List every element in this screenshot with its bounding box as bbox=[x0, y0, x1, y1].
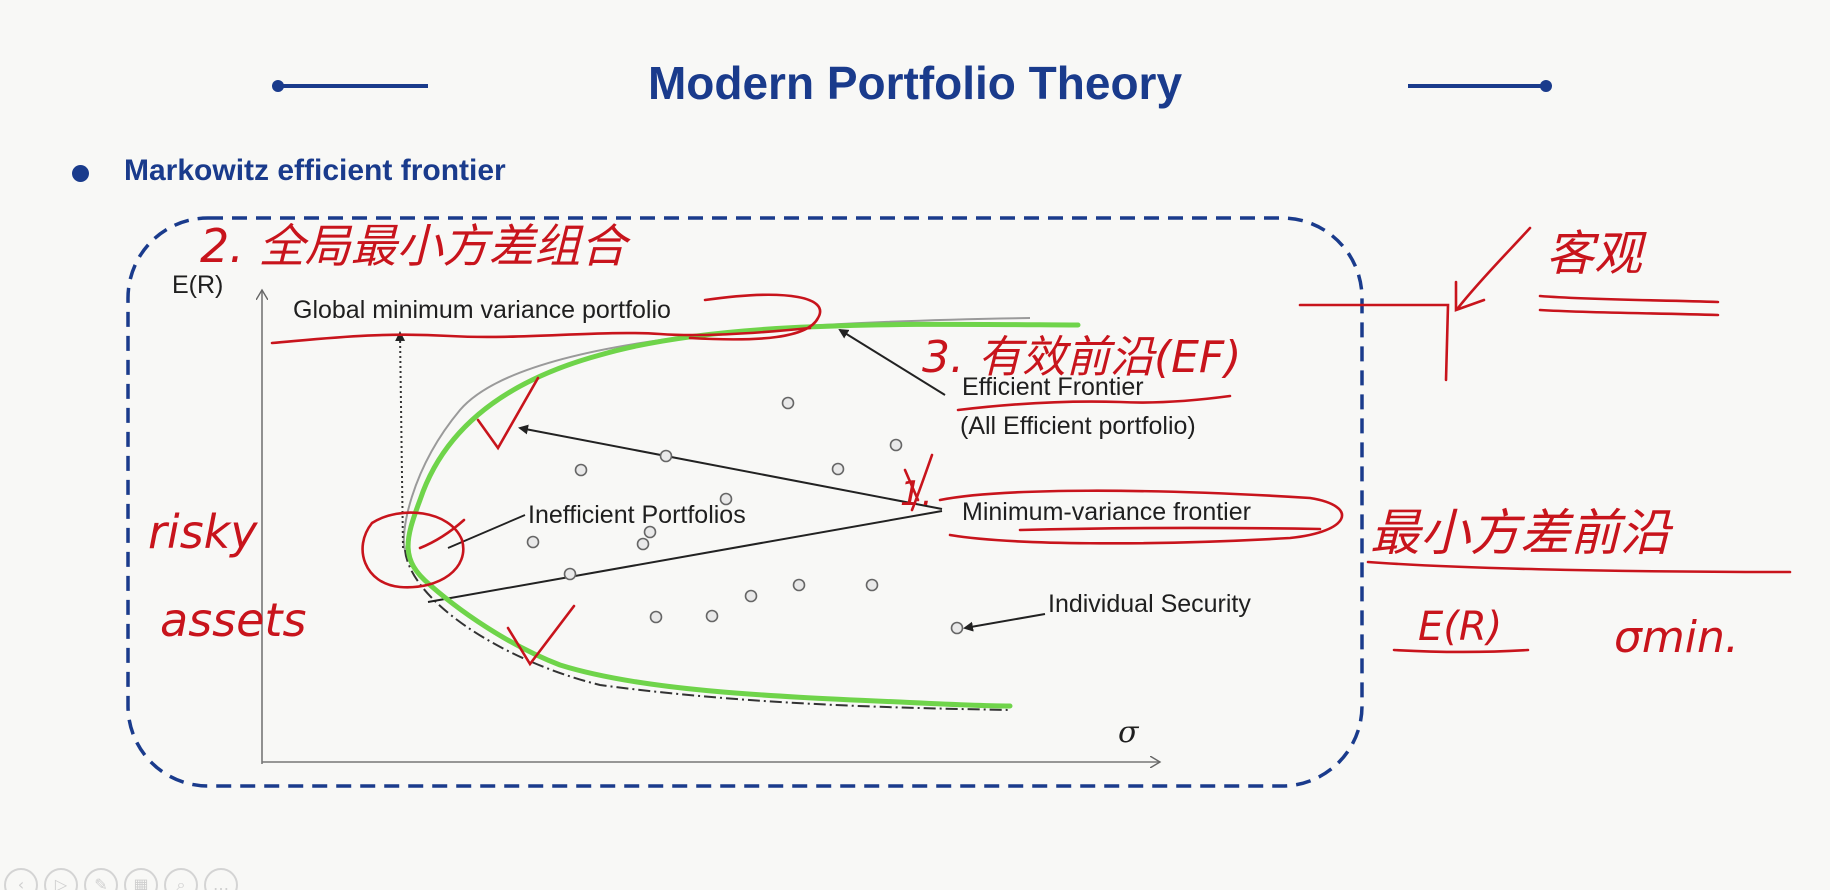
more-icon[interactable]: … bbox=[204, 868, 238, 890]
individual-security-label: Individual Security bbox=[1048, 590, 1251, 618]
risky-text: risky bbox=[148, 505, 258, 559]
security-dot bbox=[719, 492, 733, 506]
objective-cn-text: 客观 bbox=[1546, 226, 1647, 282]
zoom-icon[interactable]: ⌕ bbox=[164, 868, 198, 890]
mv-frontier-cn-text: 最小方差前沿 bbox=[1370, 504, 1674, 562]
security-dot bbox=[526, 535, 540, 549]
title-left-dot bbox=[272, 80, 284, 92]
title-right-rule bbox=[1408, 84, 1544, 88]
efficient-frontier-label: Efficient Frontier bbox=[962, 373, 1144, 401]
y-axis-label: E(R) bbox=[172, 271, 223, 299]
check-upper bbox=[476, 376, 540, 451]
mvf-underline bbox=[1018, 526, 1322, 532]
efficient-frontier-sublabel: (All Efficient portfolio) bbox=[960, 412, 1196, 440]
gmv-circle-hand bbox=[688, 293, 822, 341]
security-dot bbox=[792, 578, 806, 592]
slide-title: Modern Portfolio Theory bbox=[647, 57, 1183, 109]
dashed-frame bbox=[126, 216, 1364, 788]
min-variance-frontier-label: Minimum-variance frontier bbox=[962, 498, 1251, 526]
one-mark-text: 1. bbox=[900, 474, 932, 514]
mvf-cn-underline bbox=[1366, 560, 1792, 574]
gmv-point-mark bbox=[418, 518, 466, 550]
assets-text: assets bbox=[160, 593, 306, 647]
sigma-min-text: σmin. bbox=[1614, 612, 1739, 663]
objective-arrow bbox=[1456, 226, 1532, 310]
gmv-label: Global minimum variance portfolio bbox=[293, 296, 671, 324]
objective-arrow-head bbox=[1454, 280, 1486, 312]
play-icon[interactable]: ▷ bbox=[44, 868, 78, 890]
er-underline bbox=[1392, 648, 1530, 654]
security-dot bbox=[563, 567, 577, 581]
slide-toolbar: ‹ ▷ ✎ ▦ ⌕ … bbox=[4, 868, 238, 890]
security-dot bbox=[574, 463, 588, 477]
arrow-mvf-down bbox=[427, 510, 943, 603]
x-axis-label: σ bbox=[1118, 715, 1140, 750]
gmv-point-circle bbox=[361, 511, 465, 589]
arrow-ef bbox=[838, 328, 946, 396]
gmv-cn-text: 2. 全局最小方差组合 bbox=[200, 219, 632, 273]
check-lower bbox=[506, 604, 576, 667]
gmv-underline bbox=[270, 326, 812, 345]
arrow-inefficient bbox=[447, 514, 526, 549]
security-dots bbox=[526, 396, 964, 635]
security-dot bbox=[831, 462, 845, 476]
pen-icon[interactable]: ✎ bbox=[84, 868, 118, 890]
security-dot bbox=[649, 610, 663, 624]
inefficient-portfolios-label: Inefficient Portfolios bbox=[528, 501, 746, 529]
objective-underline bbox=[1538, 294, 1720, 304]
security-dot bbox=[643, 525, 657, 539]
ef-bracket bbox=[1298, 303, 1450, 382]
security-dot bbox=[950, 621, 964, 635]
arrow-mvf-up bbox=[518, 424, 943, 510]
gmv-dotted-line bbox=[395, 331, 406, 549]
mvf-circle bbox=[938, 489, 1344, 545]
bullet-icon bbox=[72, 165, 89, 182]
bullet-text: Markowitz efficient frontier bbox=[124, 154, 506, 187]
slides-icon[interactable]: ▦ bbox=[124, 868, 158, 890]
handwritten-text: 2. 全局最小方差组合 3. 有效前沿(EF) 客观 最小方差前沿 risky … bbox=[148, 219, 1739, 663]
security-dot bbox=[705, 609, 719, 623]
security-dot bbox=[889, 438, 903, 452]
one-mark bbox=[903, 453, 934, 512]
prev-icon[interactable]: ‹ bbox=[4, 868, 38, 890]
ef-cn-text: 3. 有效前沿(EF) bbox=[922, 332, 1241, 383]
security-dot bbox=[781, 396, 795, 410]
security-dot bbox=[659, 449, 673, 463]
ef-underline bbox=[956, 394, 1232, 412]
objective-underline-2 bbox=[1538, 308, 1720, 317]
security-dot bbox=[865, 578, 879, 592]
title-right-dot bbox=[1540, 80, 1552, 92]
title-left-rule bbox=[280, 84, 428, 88]
handwritten-annotations bbox=[270, 226, 1792, 667]
security-dot bbox=[636, 537, 650, 551]
inefficient-frontier-curve bbox=[404, 549, 1011, 711]
security-dot bbox=[744, 589, 758, 603]
er-note-text: E(R) bbox=[1418, 604, 1502, 650]
arrow-security bbox=[963, 613, 1046, 632]
